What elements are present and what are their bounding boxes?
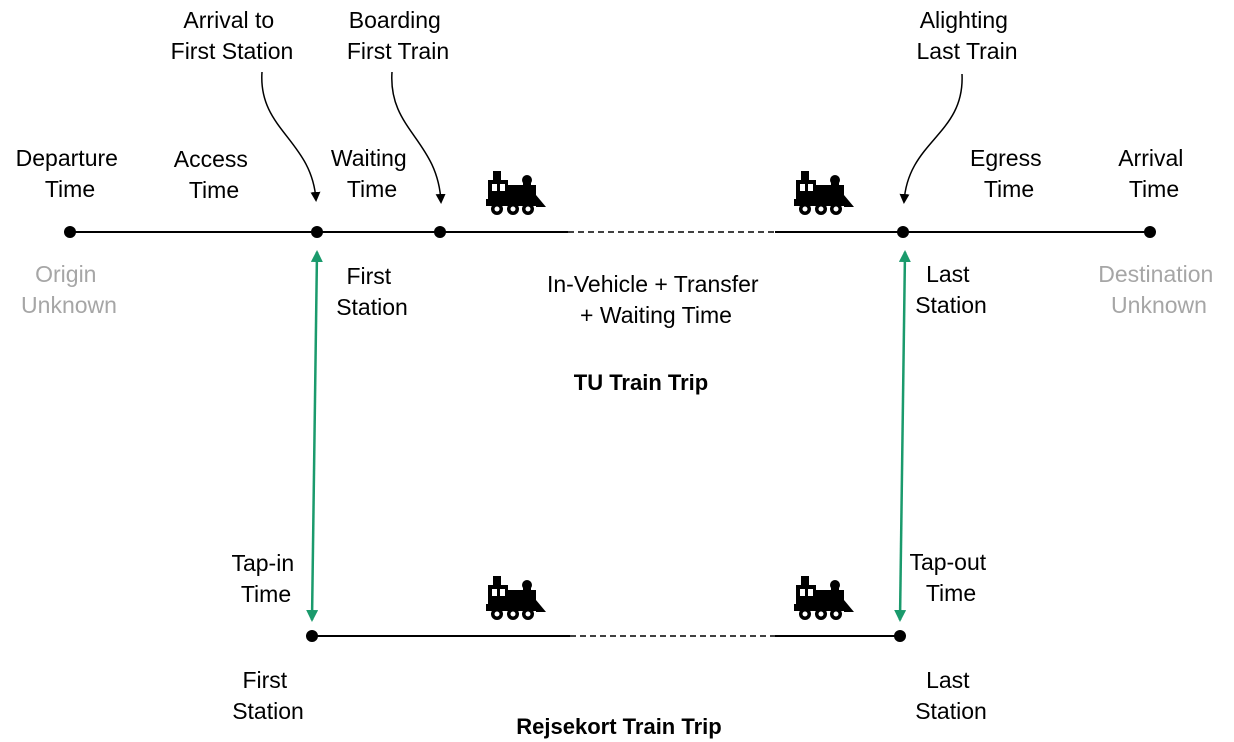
tu-timeline <box>64 226 1156 238</box>
boarding-first-train-arrow <box>391 71 446 204</box>
destination-unknown-label: Destination Unknown <box>1098 261 1219 318</box>
rejsekort-timeline <box>306 630 906 642</box>
last-station-dot <box>897 226 909 238</box>
in-vehicle-label: In-Vehicle + Transfer + Waiting Time <box>547 271 765 328</box>
train-icon <box>486 171 546 215</box>
alighting-last-train-label: Alighting Last Train <box>917 7 1018 64</box>
train-icon <box>486 576 546 620</box>
departure-dot <box>64 226 76 238</box>
arrival-first-station-arrow <box>261 71 321 202</box>
egress-time-label: Egress Time <box>970 145 1048 202</box>
boarding-first-train-label: Boarding First Train <box>347 7 449 64</box>
rk-last-station-dot <box>894 630 906 642</box>
rejsekort-trip-title: Rejsekort Train Trip <box>516 714 721 739</box>
origin-unknown-label: Origin Unknown <box>21 261 117 318</box>
tu-trip-title: TU Train Trip <box>574 370 708 395</box>
first-station-link-arrow <box>306 250 323 622</box>
arrival-first-station-label: Arrival to First Station <box>171 7 294 64</box>
train-icon <box>794 576 854 620</box>
tu-first-station-label: First Station <box>336 263 408 320</box>
tap-in-label: Tap-in Time <box>231 550 300 607</box>
departure-time-label: Departure Time <box>16 145 125 202</box>
tap-out-label: Tap-out Time <box>909 549 992 606</box>
rk-first-station-label: First Station <box>232 667 304 724</box>
access-time-label: Access Time <box>174 146 255 203</box>
first-station-dot <box>311 226 323 238</box>
tu-last-station-label: Last Station <box>915 261 987 318</box>
waiting-time-label: Waiting Time <box>331 145 413 202</box>
rk-first-station-dot <box>306 630 318 642</box>
last-station-link-arrow <box>894 250 911 622</box>
arrival-dot <box>1144 226 1156 238</box>
train-icon <box>794 171 854 215</box>
alighting-last-train-arrow <box>899 73 963 204</box>
rk-last-station-label: Last Station <box>915 667 987 724</box>
boarding-dot <box>434 226 446 238</box>
arrival-time-label: Arrival Time <box>1118 145 1190 202</box>
